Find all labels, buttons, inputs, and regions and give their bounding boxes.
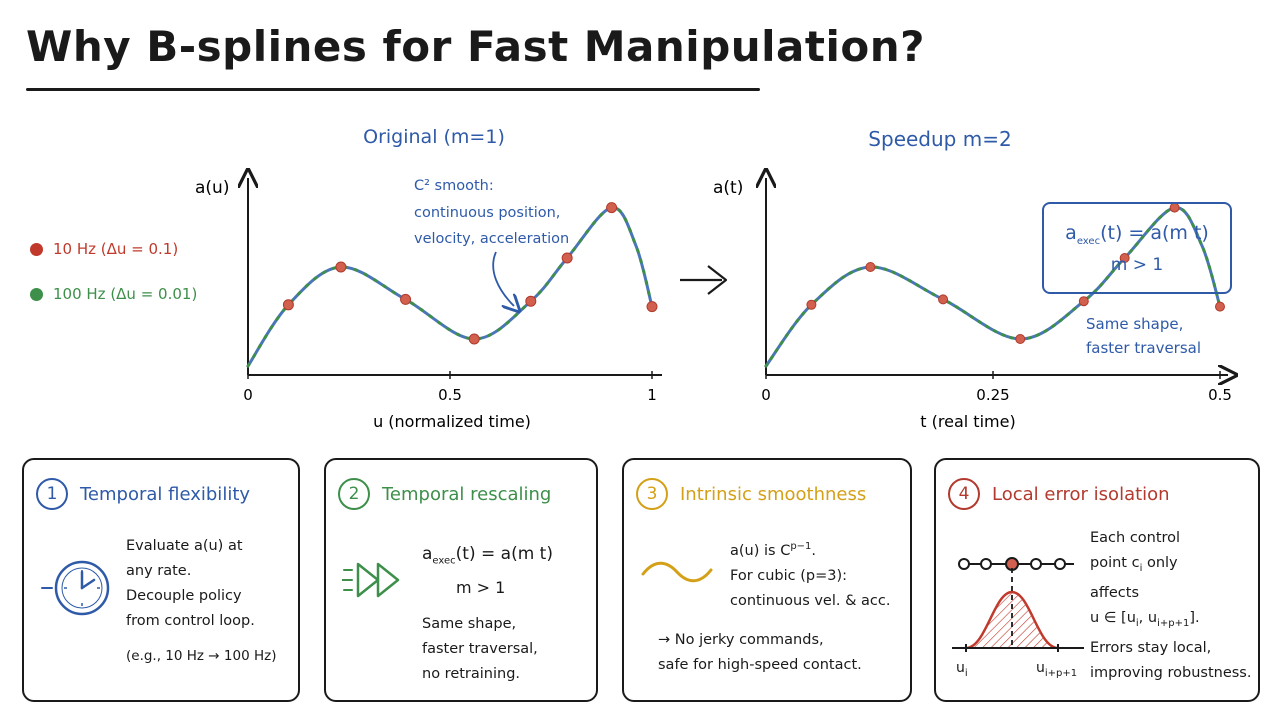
x-tick-label: 0.5 <box>1208 386 1232 404</box>
card-body: Each control point ci only affects u ∈ [… <box>1090 530 1252 681</box>
sample-10hz-point <box>561 252 573 264</box>
sample-10hz-point <box>1215 301 1225 312</box>
card-number: 4 <box>948 478 980 510</box>
chart2-y-label: a(t) <box>713 178 743 198</box>
rescaling-condition: m > 1 <box>456 578 506 597</box>
chart1-100hz-samples <box>246 206 654 368</box>
sample-10hz-point <box>400 293 412 305</box>
card-body: Same shape, faster traversal, no retrain… <box>422 616 538 682</box>
title-underline <box>26 88 760 91</box>
green-dot-icon <box>30 287 43 301</box>
page-title: Why B-splines for Fast Manipulation? <box>26 22 925 71</box>
fast-forward-icon <box>342 562 400 598</box>
legend-100hz: 100 Hz (Δu = 0.01) <box>30 285 197 303</box>
chart1-annotation-1: C² smooth: <box>414 178 494 194</box>
legend-label: 10 Hz (Δu = 0.1) <box>53 240 179 258</box>
card-temporal-rescaling: 2 Temporal rescaling aexec(t) = a(m t) m… <box>324 458 598 702</box>
card-title: Local error isolation <box>992 483 1170 505</box>
sample-10hz-point <box>1078 296 1089 307</box>
rescaling-formula: aexec(t) = a(m t) <box>422 544 553 567</box>
card-body: a(u) is Cp−1. For cubic (p=3): continuou… <box>730 541 891 609</box>
sample-10hz-point <box>1015 334 1026 344</box>
sample-10hz-point <box>335 261 347 273</box>
sample-10hz-point <box>938 294 949 305</box>
card-title: Intrinsic smoothness <box>680 483 867 505</box>
axis-label-left: ui <box>956 660 968 679</box>
sample-10hz-point <box>1119 253 1130 263</box>
chart1-y-label: a(u) <box>195 178 229 198</box>
card-title: Temporal rescaling <box>382 483 552 505</box>
sample-10hz-point <box>525 295 537 307</box>
speedup-formula: aexec(t) = a(m t) <box>1065 222 1209 247</box>
x-tick-label: 1 <box>647 386 657 404</box>
clock-icon <box>41 560 110 616</box>
speedup-note: Same shape, faster traversal <box>1086 315 1202 357</box>
annotation-arrow-icon <box>492 251 514 306</box>
x-tick-label: 0 <box>243 386 253 404</box>
red-dot-icon <box>30 242 43 256</box>
legend-10hz: 10 Hz (Δu = 0.1) <box>30 240 178 258</box>
chart1-annotation-2: continuous position, <box>414 205 560 221</box>
spline-charts: Original (m=1) a(u) u (normalized time) … <box>195 126 1280 431</box>
speedup-condition: m > 1 <box>1110 254 1164 275</box>
chart2-x-label: t (real time) <box>920 412 1015 431</box>
wave-icon <box>641 561 713 583</box>
card-body: Evaluate a(u) at any rate. Decouple poli… <box>126 538 255 629</box>
card-number: 3 <box>636 478 668 510</box>
chart1-x-label: u (normalized time) <box>373 412 531 431</box>
basis-function-icon <box>952 557 1084 652</box>
sample-10hz-point <box>282 299 294 311</box>
chart2-100hz-samples <box>764 206 1222 368</box>
chart1-annotation-3: velocity, acceleration <box>414 231 569 247</box>
card-footnote: (e.g., 10 Hz → 100 Hz) <box>126 648 277 664</box>
sample-10hz-point <box>806 299 817 310</box>
sample-10hz-point <box>646 301 658 313</box>
speedup-formula-box: aexec(t) = a(m t) m > 1 <box>1042 202 1232 294</box>
card-footer: → No jerky commands, safe for high-speed… <box>658 632 862 673</box>
chart2-title: Speedup m=2 <box>868 127 1011 151</box>
card-temporal-flexibility: 1 Temporal flexibility Evaluate a(u) at … <box>22 458 300 702</box>
sample-10hz-point <box>606 202 618 214</box>
card-intrinsic-smoothness: 3 Intrinsic smoothness a(u) is Cp−1. For… <box>622 458 912 702</box>
card-title: Temporal flexibility <box>80 483 251 505</box>
x-tick-label: 0 <box>761 386 771 404</box>
sample-10hz-point <box>865 262 876 272</box>
x-tick-label: 0.25 <box>976 386 1009 404</box>
legend-label: 100 Hz (Δu = 0.01) <box>53 285 198 303</box>
chart1-title: Original (m=1) <box>363 126 505 148</box>
sample-10hz-point <box>468 333 480 345</box>
right-arrow-icon <box>680 265 728 295</box>
x-tick-label: 0.5 <box>438 386 462 404</box>
card-number: 2 <box>338 478 370 510</box>
card-number: 1 <box>36 478 68 510</box>
card-local-error-isolation: 4 Local error isolation ui ui+p+1 Each c… <box>934 458 1260 702</box>
axis-label-right: ui+p+1 <box>1036 660 1078 679</box>
